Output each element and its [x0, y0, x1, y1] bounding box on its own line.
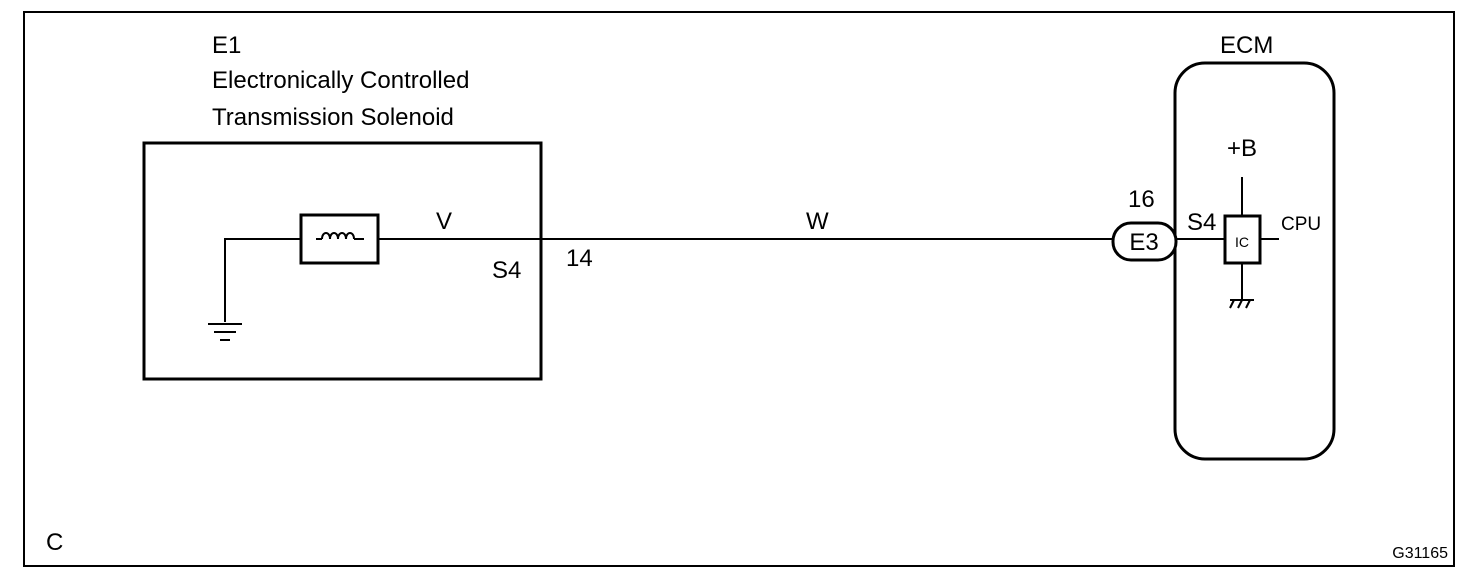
ecm-title: ECM	[1220, 32, 1273, 59]
solenoid-coil-box	[299, 213, 380, 265]
ic-label: IC	[1235, 234, 1249, 250]
e1-name-line1: Electronically Controlled	[212, 67, 469, 94]
ecm-pin-number-label: 16	[1128, 186, 1155, 213]
chassis-ground-icon	[1229, 299, 1254, 309]
ecm-pin-name-label: S4	[1187, 209, 1216, 236]
outer-frame	[23, 11, 1455, 567]
wire-color-w-label: W	[806, 208, 829, 235]
diagram-letter-label: C	[46, 529, 63, 556]
e3-connector-label: E3	[1129, 229, 1158, 256]
coil-icon	[316, 232, 364, 240]
e1-code-label: E1	[212, 32, 241, 59]
supply-label: +B	[1227, 135, 1257, 162]
wire-color-v-label: V	[436, 208, 452, 235]
ground-wire	[224, 238, 301, 322]
cpu-label: CPU	[1281, 214, 1321, 235]
e1-name-line2: Transmission Solenoid	[212, 104, 454, 131]
figure-code-label: G31165	[1392, 545, 1448, 562]
ground-icon	[208, 323, 242, 341]
ecm-box	[1173, 61, 1336, 461]
e1-pin-number-label: 14	[566, 245, 593, 272]
e1-solenoid-box	[142, 141, 543, 381]
e3-connector-oval	[1111, 221, 1178, 262]
e1-pin-name-label: S4	[492, 257, 521, 284]
